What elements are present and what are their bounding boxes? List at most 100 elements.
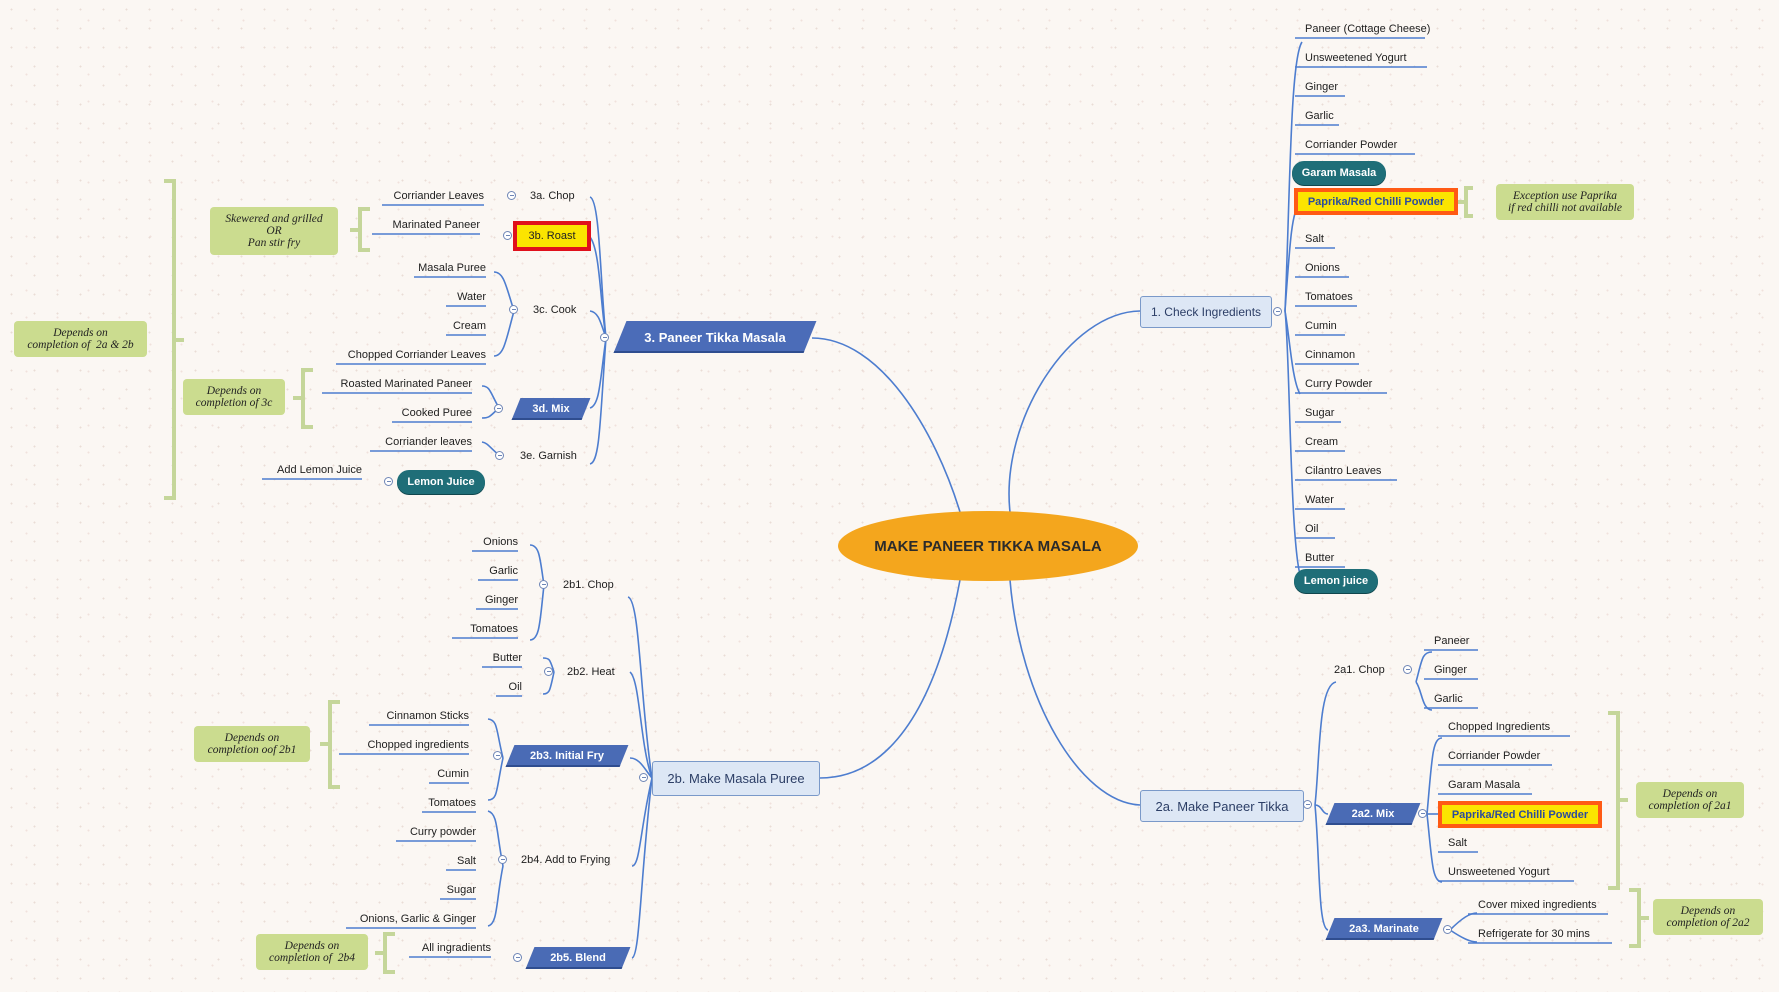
leaf-item[interactable]: Chopped Ingredients xyxy=(1448,721,1551,733)
leaf-item[interactable]: Tomatoes xyxy=(428,797,476,809)
paprika-highlight[interactable]: Paprika/Red Chilli Powder xyxy=(1294,188,1458,215)
make-masala-puree-topic[interactable]: 2b. Make Masala Puree xyxy=(652,761,820,796)
subtopic-2b5-blend[interactable]: 2b5. Blend xyxy=(530,947,626,969)
leaf-item[interactable]: Salt xyxy=(1305,233,1324,245)
paneer-tikka-masala-topic[interactable]: 3. Paneer Tikka Masala xyxy=(620,321,810,353)
leaf-item[interactable]: Onions xyxy=(1305,262,1340,274)
collapse-toggle-icon[interactable] xyxy=(493,751,502,760)
leaf-item[interactable]: Tomatoes xyxy=(1305,291,1353,303)
leaf-item[interactable]: Onions, Garlic & Ginger xyxy=(359,913,476,925)
leaf-item[interactable]: Salt xyxy=(457,855,476,867)
subtopic-2b1-chop[interactable]: 2b1. Chop xyxy=(563,579,614,591)
leaf-item[interactable]: Marinated Paneer xyxy=(392,219,480,231)
leaf-item[interactable]: Roasted Marinated Paneer xyxy=(340,378,472,390)
collapse-toggle-icon[interactable] xyxy=(494,404,503,413)
collapse-toggle-icon[interactable] xyxy=(544,667,553,676)
collapse-toggle-icon[interactable] xyxy=(495,451,504,460)
subtopic-2a1-chop[interactable]: 2a1. Chop xyxy=(1334,664,1385,676)
leaf-item[interactable]: Garlic xyxy=(489,565,518,577)
leaf-item[interactable]: Sugar xyxy=(1305,407,1335,419)
lemon-juice-oval-garnish[interactable]: Lemon Juice xyxy=(397,470,485,494)
subtopic-2b4-add-to-frying[interactable]: 2b4. Add to Frying xyxy=(521,854,611,866)
leaf-item[interactable]: Sugar xyxy=(446,884,476,896)
leaf-item[interactable]: Chopped ingredients xyxy=(367,739,469,751)
leaf-item[interactable]: Unsweetened Yogurt xyxy=(1305,52,1407,64)
collapse-toggle-icon[interactable] xyxy=(1273,307,1282,316)
subtopic-3d-mix[interactable]: 3d. Mix xyxy=(516,398,586,420)
leaf-item[interactable]: Ginger xyxy=(1434,664,1468,676)
topic-label: 2a. Make Paneer Tikka xyxy=(1155,798,1289,814)
make-paneer-tikka-topic[interactable]: 2a. Make Paneer Tikka xyxy=(1140,790,1304,822)
leaf-item[interactable]: Corriander Powder xyxy=(1448,750,1541,762)
note-depends-2b4: Depends on completion of 2b4 xyxy=(256,934,368,970)
subtopic-label: 3d. Mix xyxy=(532,403,570,415)
leaf-item[interactable]: Garlic xyxy=(1305,110,1334,122)
subtopic-2b2-heat[interactable]: 2b2. Heat xyxy=(567,666,615,678)
leaf-item[interactable]: Garam Masala xyxy=(1448,779,1521,791)
leaf-item[interactable]: Corriander Leaves xyxy=(393,190,485,202)
collapse-toggle-icon[interactable] xyxy=(507,191,516,200)
leaf-item[interactable]: Cumin xyxy=(1305,320,1337,332)
check-ingredients-topic[interactable]: 1. Check Ingredients xyxy=(1140,296,1272,328)
leaf-item[interactable]: Onions xyxy=(483,536,518,548)
collapse-toggle-icon[interactable] xyxy=(509,305,518,314)
collapse-toggle-icon[interactable] xyxy=(503,231,512,240)
leaf-item[interactable]: Cream xyxy=(452,320,486,332)
leaf-item[interactable]: Ginger xyxy=(1305,81,1339,93)
leaf-item[interactable]: Refrigerate for 30 mins xyxy=(1478,928,1590,940)
leaf-item[interactable]: All ingradients xyxy=(421,942,491,954)
leaf-item[interactable]: Salt xyxy=(1448,837,1467,849)
leaf-item[interactable]: Chopped Corriander Leaves xyxy=(347,349,486,361)
collapse-toggle-icon[interactable] xyxy=(639,773,648,782)
collapse-toggle-icon[interactable] xyxy=(1403,665,1412,674)
collapse-toggle-icon[interactable] xyxy=(539,580,548,589)
leaf-item[interactable]: Oil xyxy=(1305,523,1319,535)
collapse-toggle-icon[interactable] xyxy=(384,477,393,486)
leaf-item[interactable]: Water xyxy=(1305,494,1334,506)
leaf-item[interactable]: Masala Puree xyxy=(418,262,486,274)
leaf-item[interactable]: Ginger xyxy=(484,594,518,606)
subtopic-3a-chop[interactable]: 3a. Chop xyxy=(530,190,575,202)
leaf-item[interactable]: Butter xyxy=(492,652,522,664)
root-topic[interactable]: MAKE PANEER TIKKA MASALA xyxy=(838,511,1138,581)
subtopic-3c-cook[interactable]: 3c. Cook xyxy=(533,304,577,316)
leaf-item[interactable]: Cilantro Leaves xyxy=(1305,465,1382,477)
note-depends-2a1: Depends on completion of 2a1 xyxy=(1636,782,1744,818)
lemon-juice-oval[interactable]: Lemon juice xyxy=(1294,569,1378,593)
subtopic-3e-garnish[interactable]: 3e. Garnish xyxy=(520,450,577,462)
leaf-item[interactable]: Cumin xyxy=(437,768,469,780)
leaf-item[interactable]: Corriander Powder xyxy=(1305,139,1398,151)
collapse-toggle-icon[interactable] xyxy=(1303,800,1312,809)
leaf-item[interactable]: Paneer (Cottage Cheese) xyxy=(1305,23,1431,35)
subtopic-2a2-mix[interactable]: 2a2. Mix xyxy=(1330,803,1416,825)
leaf-item[interactable]: Garlic xyxy=(1434,693,1463,705)
leaf-item[interactable]: Corriander leaves xyxy=(385,436,472,448)
paprika-highlight-mix[interactable]: Paprika/Red Chilli Powder xyxy=(1438,801,1602,828)
leaf-item[interactable]: Unsweetened Yogurt xyxy=(1448,866,1550,878)
collapse-toggle-icon[interactable] xyxy=(513,953,522,962)
leaf-item[interactable]: Water xyxy=(457,291,486,303)
leaf-item[interactable]: Cover mixed ingredients xyxy=(1478,899,1597,911)
leaf-item[interactable]: Curry Powder xyxy=(1305,378,1373,390)
leaf-item[interactable]: Tomatoes xyxy=(470,623,518,635)
garam-masala-oval[interactable]: Garam Masala xyxy=(1292,161,1386,185)
leaf-item[interactable]: Cinnamon Sticks xyxy=(386,710,469,722)
leaf-item[interactable]: Oil xyxy=(508,681,522,693)
subtopic-label: 3b. Roast xyxy=(528,230,576,242)
collapse-toggle-icon[interactable] xyxy=(498,855,507,864)
subtopic-2a3-marinate[interactable]: 2a3. Marinate xyxy=(1330,918,1438,940)
leaf-item[interactable]: Add Lemon Juice xyxy=(277,464,362,476)
collapse-toggle-icon[interactable] xyxy=(600,333,609,342)
collapse-toggle-icon[interactable] xyxy=(1418,809,1427,818)
note-roast-method: Skewered and grilled OR Pan stir fry xyxy=(210,207,338,255)
leaf-item[interactable]: Butter xyxy=(1305,552,1335,564)
subtopic-3b-roast[interactable]: 3b. Roast xyxy=(513,221,591,251)
collapse-toggle-icon[interactable] xyxy=(1443,925,1452,934)
subtopic-label: 2a2. Mix xyxy=(1351,808,1395,820)
subtopic-2b3-initial-fry[interactable]: 2b3. Initial Fry xyxy=(510,745,624,767)
leaf-item[interactable]: Curry powder xyxy=(409,826,476,838)
leaf-item[interactable]: Cooked Puree xyxy=(401,407,472,419)
leaf-item[interactable]: Paneer xyxy=(1434,635,1470,647)
leaf-item[interactable]: Cinnamon xyxy=(1305,349,1356,361)
leaf-item[interactable]: Cream xyxy=(1305,436,1339,448)
